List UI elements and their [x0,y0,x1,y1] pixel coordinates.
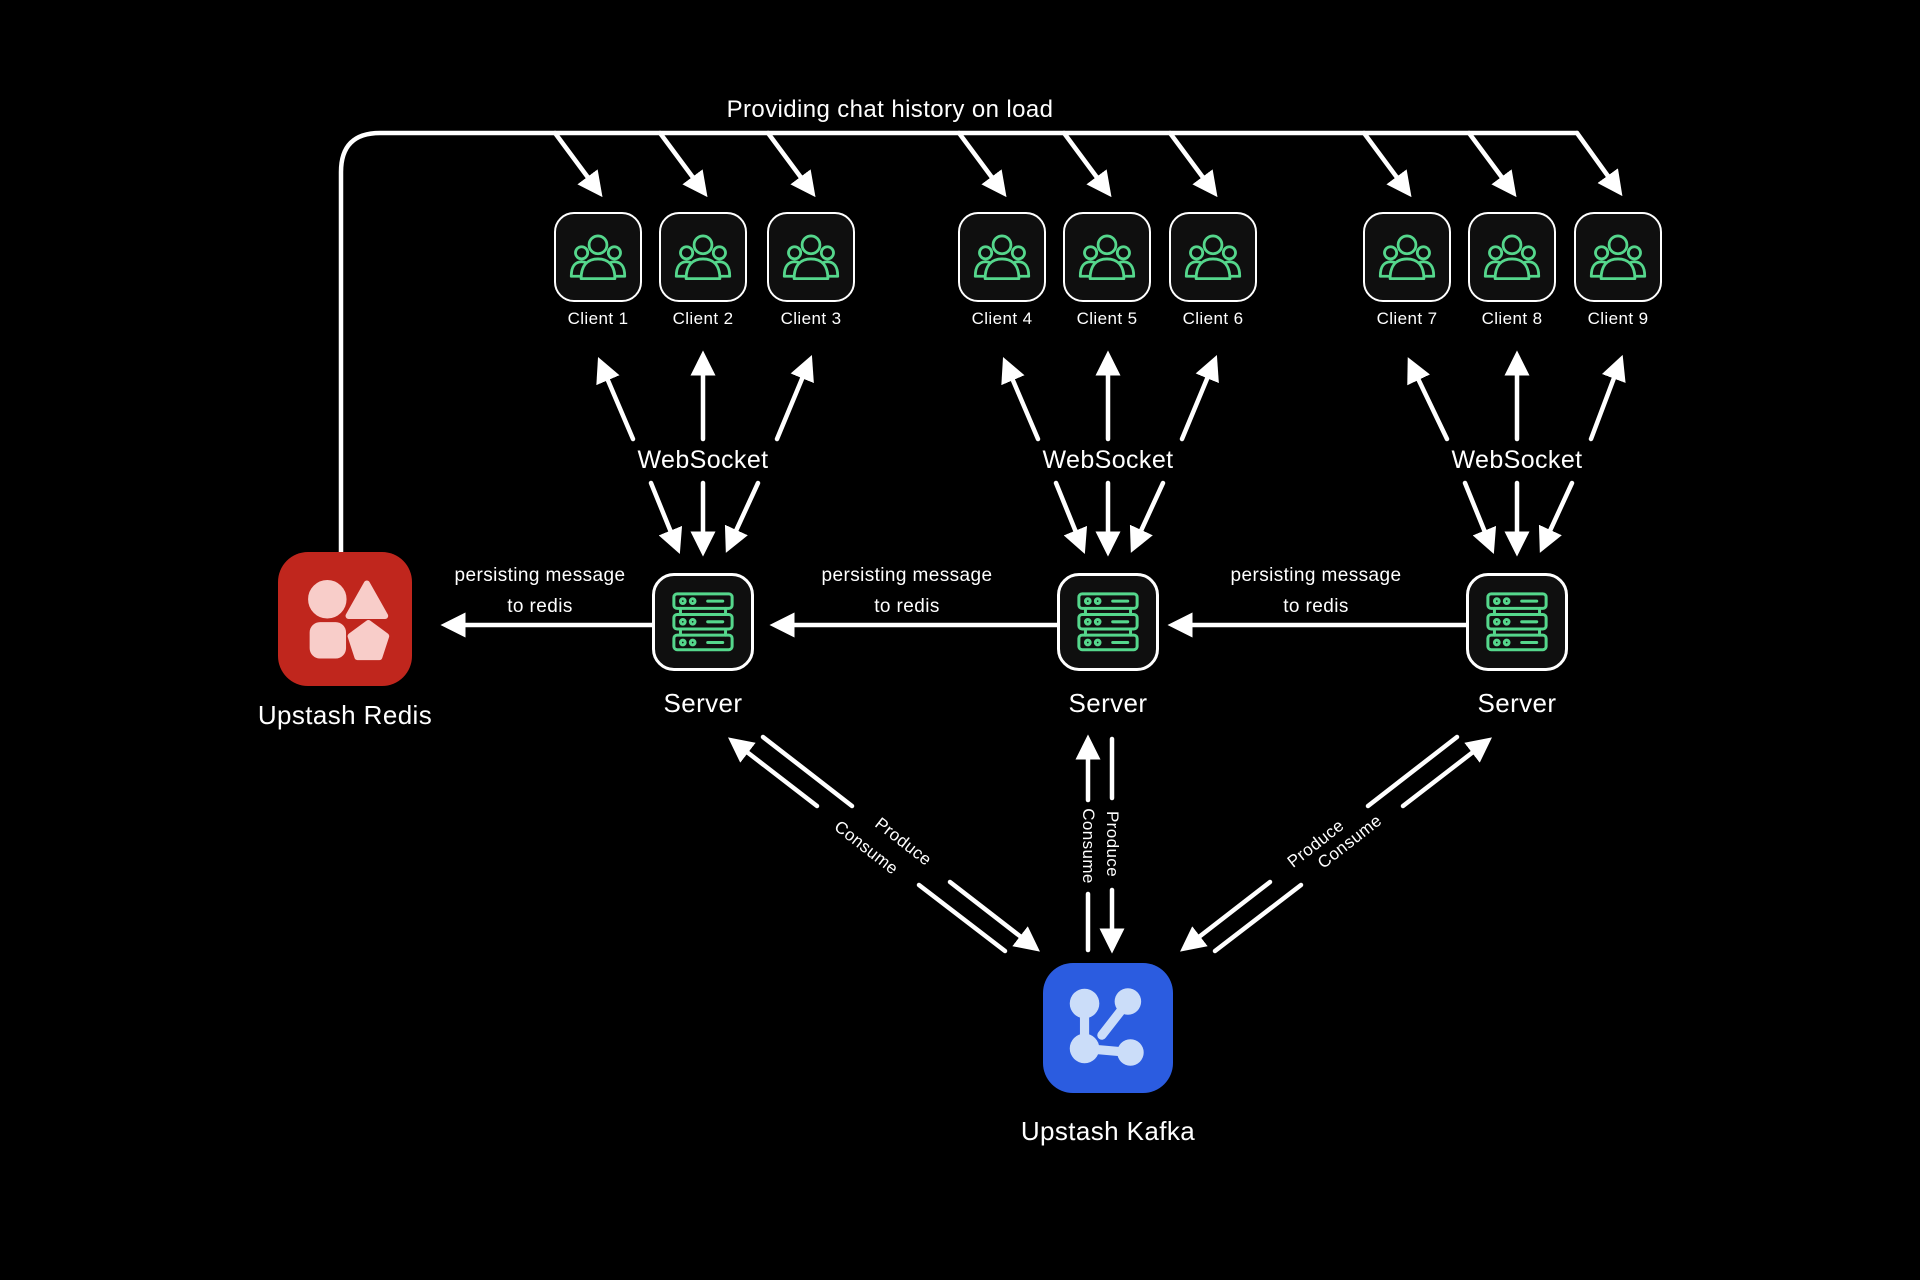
kafka-arrows-server2 [1075,734,1125,954]
chat-history-branch-client7 [1361,130,1412,198]
produce-arrow [1365,734,1460,809]
client-label-4: Client 4 [971,309,1033,328]
chat-history-branch-client3 [765,130,816,198]
chat-history-branch-client2 [657,130,708,198]
client-label-2: Client 2 [672,309,734,328]
kafka-arrows-server3 [1180,734,1492,954]
consume-arrow [1400,737,1492,809]
client-tile-1 [554,212,642,302]
upstash-redis-icon [278,552,412,686]
websocket-arrows-group2 [1001,350,1219,557]
client-tile-3 [767,212,855,302]
produce-arrow [947,879,1040,952]
server-label-1: Server [663,688,743,718]
upstash-kafka-icon [1043,963,1173,1093]
server-label-3: Server [1477,688,1557,718]
chat-history-branch-client5 [1061,130,1112,198]
server-tile-3 [1466,573,1568,671]
websocket-label-1: WebSocket [637,446,769,474]
upstash-kafka-label: Upstash Kafka [1020,1116,1196,1146]
users-icon [972,232,1032,283]
kafka-arrows-server1 [728,734,1040,954]
upstash-redis-label: Upstash Redis [257,700,433,730]
client-label-3: Client 3 [780,309,842,328]
chat-history-title: Providing chat history on load [726,96,1054,123]
client-label-6: Client 6 [1182,309,1244,328]
consume-arrow [1212,882,1304,954]
websocket-arrows-group1 [596,350,814,557]
chat-history-line [338,130,1580,559]
chat-history-branch-client8 [1466,130,1517,198]
server-tile-1 [652,573,754,671]
redis-shapes-icon [293,567,397,671]
chat-history-branch-client9 [1574,130,1623,197]
consume-arrow [916,882,1008,954]
users-icon [1377,232,1437,283]
users-icon [568,232,628,283]
client-label-7: Client 7 [1376,309,1438,328]
server-icon [1073,591,1143,653]
produce-label-2: Produce [1103,810,1122,878]
produce-arrow [760,734,855,809]
client-tile-8 [1468,212,1556,302]
consume-label-2: Consume [1079,808,1098,884]
consume-arrow [728,737,820,809]
client-tile-5 [1063,212,1151,302]
client-label-5: Client 5 [1076,309,1138,328]
client-label-1: Client 1 [567,309,629,328]
client-label-9: Client 9 [1587,309,1649,328]
chat-history-branch-client4 [956,130,1007,198]
server-tile-2 [1057,573,1159,671]
client-tile-4 [958,212,1046,302]
server-label-2: Server [1068,688,1148,718]
websocket-arrows-group3 [1407,350,1626,557]
client-label-8: Client 8 [1481,309,1543,328]
websocket-label-3: WebSocket [1451,446,1583,474]
produce-arrow [1180,879,1273,952]
websocket-label-2: WebSocket [1042,446,1174,474]
users-icon [781,232,841,283]
users-icon [1077,232,1137,283]
client-tile-6 [1169,212,1257,302]
client-tile-7 [1363,212,1451,302]
chat-history-branch-client6 [1167,130,1218,198]
server-icon [1482,591,1552,653]
client-tile-9 [1574,212,1662,302]
kafka-graph-icon [1057,977,1159,1079]
users-icon [1588,232,1648,283]
users-icon [673,232,733,283]
users-icon [1482,232,1542,283]
chat-history-branch-client1 [552,130,603,198]
client-tile-2 [659,212,747,302]
users-icon [1183,232,1243,283]
